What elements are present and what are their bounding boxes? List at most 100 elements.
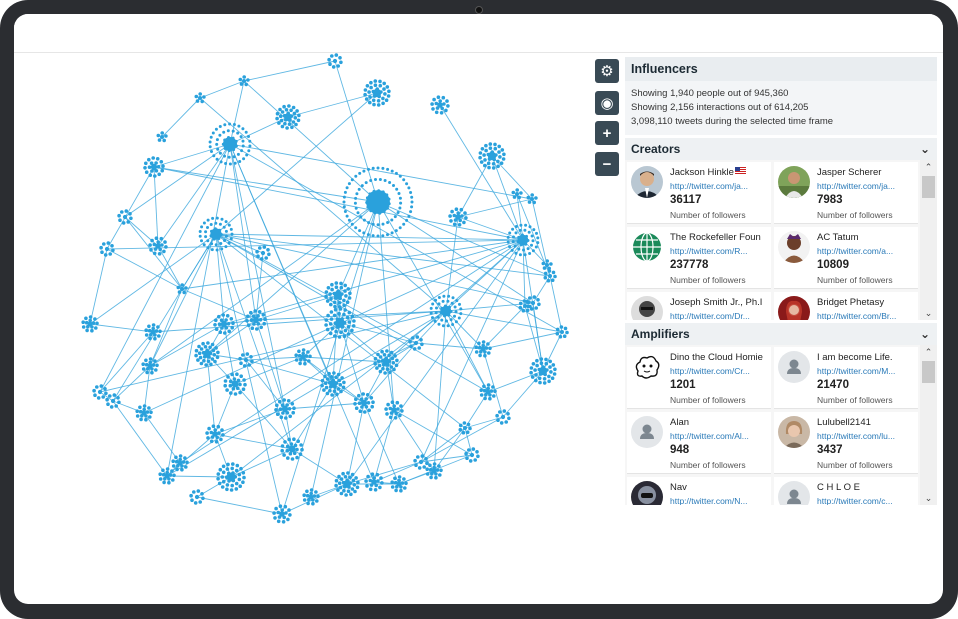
graph-node[interactable] [477, 341, 481, 346]
graph-node-cluster[interactable] [334, 471, 360, 497]
graph-node[interactable] [340, 317, 344, 321]
graph-node[interactable] [501, 157, 506, 161]
graph-node[interactable] [223, 239, 226, 242]
graph-node[interactable] [283, 440, 287, 444]
graph-node[interactable] [151, 326, 155, 331]
graph-node[interactable] [239, 361, 243, 366]
graph-node[interactable] [218, 330, 223, 335]
graph-node[interactable] [343, 475, 348, 479]
graph-node[interactable] [351, 478, 356, 483]
graph-node[interactable] [198, 355, 203, 360]
graph-node[interactable] [144, 328, 148, 333]
graph-node[interactable] [232, 155, 236, 159]
graph-node[interactable] [530, 197, 534, 201]
graph-node[interactable] [267, 252, 271, 257]
graph-node-cluster[interactable] [205, 424, 225, 444]
graph-node[interactable] [148, 336, 152, 341]
graph-node[interactable] [371, 89, 376, 94]
graph-node[interactable] [463, 426, 467, 430]
graph-node[interactable] [344, 493, 348, 497]
graph-node[interactable] [524, 242, 528, 246]
graph-node[interactable] [297, 349, 301, 354]
graph-node[interactable] [178, 454, 183, 458]
graph-node[interactable] [255, 327, 259, 331]
graph-node[interactable] [430, 102, 434, 106]
graph-node[interactable] [204, 230, 208, 234]
graph-node-cluster[interactable] [474, 340, 492, 358]
graph-node[interactable] [366, 205, 370, 209]
graph-node[interactable] [365, 484, 369, 488]
graph-node[interactable] [100, 250, 104, 254]
graph-node[interactable] [506, 235, 510, 239]
graph-node[interactable] [163, 476, 167, 481]
graph-node[interactable] [286, 517, 290, 522]
graph-node[interactable] [280, 508, 285, 512]
graph-node[interactable] [150, 370, 154, 375]
graph-node[interactable] [99, 384, 104, 388]
graph-node[interactable] [211, 131, 215, 135]
graph-node[interactable] [518, 305, 523, 310]
graph-node[interactable] [386, 94, 391, 98]
graph-node[interactable] [355, 192, 359, 196]
graph-node[interactable] [413, 340, 419, 346]
graph-node[interactable] [175, 467, 179, 472]
graph-node[interactable] [217, 237, 221, 240]
graph-node[interactable] [183, 456, 187, 460]
graph-node[interactable] [231, 380, 239, 388]
graph-node[interactable] [542, 377, 547, 381]
graph-node[interactable] [378, 485, 382, 490]
graph-node[interactable] [356, 211, 360, 215]
graph-node-cluster[interactable] [327, 53, 343, 69]
graph-node[interactable] [544, 361, 549, 366]
graph-node[interactable] [514, 231, 518, 235]
graph-node[interactable] [538, 380, 542, 385]
graph-node[interactable] [281, 411, 285, 415]
graph-node[interactable] [369, 209, 373, 213]
graph-node[interactable] [441, 95, 446, 100]
graph-node[interactable] [432, 462, 437, 466]
graph-node[interactable] [278, 504, 283, 509]
graph-node[interactable] [333, 296, 338, 300]
graph-node[interactable] [360, 399, 368, 407]
graph-node[interactable] [215, 157, 219, 161]
graph-node[interactable] [158, 329, 162, 334]
graph-node[interactable] [157, 334, 161, 338]
graph-node[interactable] [120, 210, 124, 214]
graph-node[interactable] [543, 271, 548, 276]
graph-node[interactable] [536, 241, 540, 245]
graph-node[interactable] [392, 184, 395, 187]
graph-node[interactable] [528, 296, 532, 300]
graph-node[interactable] [148, 243, 152, 247]
graph-node[interactable] [217, 481, 222, 486]
graph-node[interactable] [371, 400, 375, 405]
graph-node[interactable] [375, 472, 380, 477]
scroll-down-icon[interactable]: ⌄ [924, 308, 933, 318]
graph-node[interactable] [437, 302, 441, 306]
graph-node[interactable] [370, 404, 375, 409]
graph-node[interactable] [465, 430, 470, 435]
graph-node[interactable] [512, 195, 517, 199]
graph-node[interactable] [124, 209, 129, 213]
graph-node[interactable] [231, 471, 235, 475]
graph-node[interactable] [417, 466, 422, 470]
graph-node[interactable] [224, 318, 228, 322]
graph-node[interactable] [408, 339, 412, 344]
graph-node[interactable] [91, 321, 96, 325]
graph-node[interactable] [230, 372, 234, 377]
scroll-up-icon[interactable]: ⌃ [924, 347, 933, 357]
avatar[interactable] [631, 351, 663, 383]
graph-node[interactable] [531, 239, 535, 243]
graph-node[interactable] [361, 392, 366, 396]
graph-node-cluster[interactable] [479, 383, 497, 401]
graph-node[interactable] [377, 189, 381, 193]
graph-node[interactable] [376, 166, 380, 170]
graph-node[interactable] [532, 228, 536, 232]
graph-node[interactable] [504, 420, 509, 424]
graph-node[interactable] [547, 266, 551, 271]
graph-node[interactable] [192, 490, 196, 494]
graph-node[interactable] [259, 325, 263, 330]
graph-node[interactable] [386, 206, 389, 210]
graph-node[interactable] [535, 231, 538, 235]
graph-node[interactable] [488, 146, 493, 150]
